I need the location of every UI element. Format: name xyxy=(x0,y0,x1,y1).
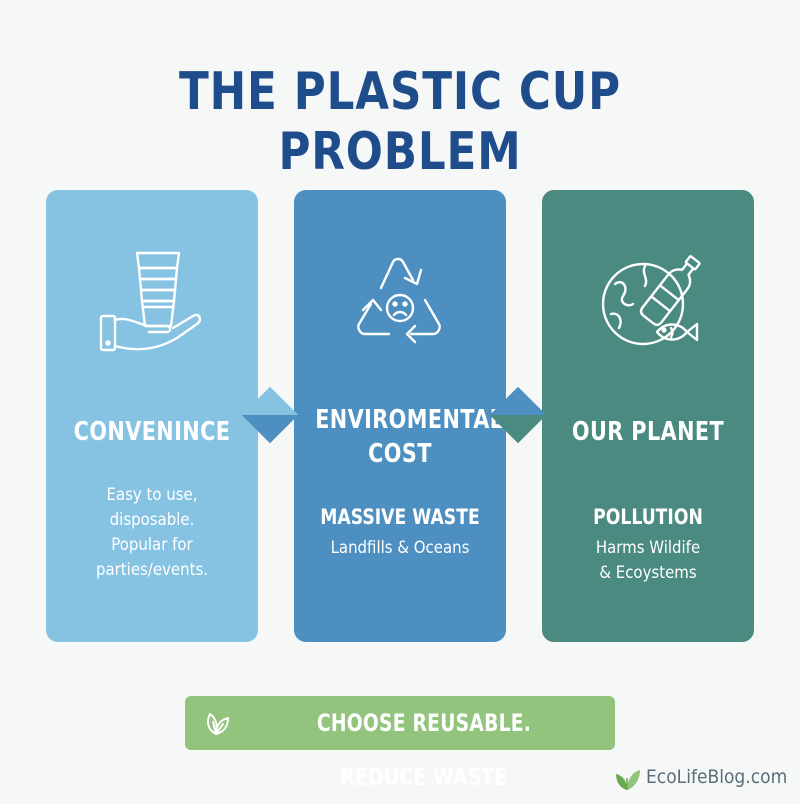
environmental-cost-card: ENVIROMENTAL COST MASSIVE WASTE Landfill… xyxy=(294,190,506,642)
leaf-icon xyxy=(202,708,232,742)
card-heading: CONVENINCE xyxy=(67,415,237,449)
cta-label: CHOOSE REUSABLE. REDUCE WASTE xyxy=(316,709,532,791)
brand-name: EcoLifeBlog.com xyxy=(646,766,788,788)
sad-recycle-icon xyxy=(294,248,506,358)
card-heading: OUR PLANET xyxy=(563,415,733,449)
card-description: Harms Wildife & Ecoystems xyxy=(555,536,742,586)
card-heading-line: OUR PLANET xyxy=(571,417,725,447)
our-planet-card: OUR PLANET POLLUTION Harms Wildife & Eco… xyxy=(542,190,754,642)
card-description: Landfills & Oceans xyxy=(307,536,494,561)
globe-bottle-fish-icon xyxy=(542,248,754,358)
card-body-line: Popular for xyxy=(111,535,193,555)
card-body-line: parties/events. xyxy=(95,560,209,580)
card-body-line: Harms Wildife xyxy=(595,538,701,558)
convenience-card: CONVENINCE Easy to use, disposable. Popu… xyxy=(46,190,258,642)
page-title: THE PLASTIC CUP PROBLEM xyxy=(179,62,621,182)
card-subheading: POLLUTION xyxy=(593,505,703,529)
hand-holding-cups-icon xyxy=(46,248,258,358)
card-heading-line: ENVIROMENTAL xyxy=(315,405,504,435)
card-description: Easy to use, disposable. Popular for par… xyxy=(59,483,246,583)
card-heading-line: COST xyxy=(368,439,432,469)
card-subheading: MASSIVE WASTE xyxy=(320,505,480,529)
card-heading: ENVIROMENTAL COST xyxy=(315,403,504,471)
cta-banner: CHOOSE REUSABLE. REDUCE WASTE xyxy=(185,696,615,791)
card-body-line: Landfills & Oceans xyxy=(330,538,470,558)
sprout-icon xyxy=(612,764,642,796)
card-body-line: & Ecoystems xyxy=(599,563,697,583)
card-heading-line: CONVENINCE xyxy=(73,417,231,447)
card-body-line: Easy to use, xyxy=(106,485,198,505)
card-body-line: disposable. xyxy=(109,510,195,530)
